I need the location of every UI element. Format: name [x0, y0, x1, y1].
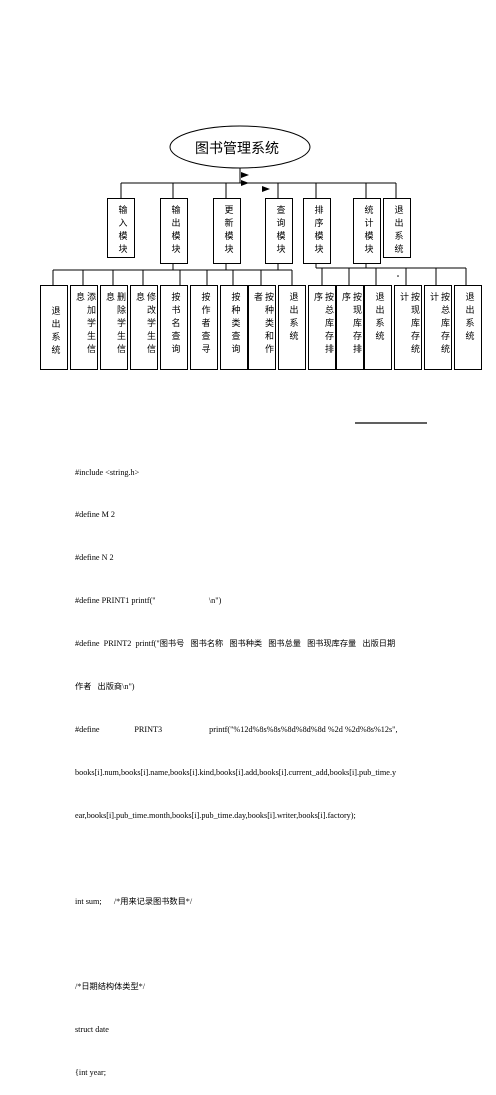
module-label: 统计模块 [362, 205, 373, 257]
leaf-label: 按现库存统计 [398, 292, 419, 357]
leaf-label: 按现库存排序 [340, 292, 361, 357]
module-label: 排序模块 [312, 205, 323, 257]
module-update: 更新模块 [213, 198, 241, 264]
code-line: struct date [75, 1025, 109, 1035]
code-line: ear,books[i].pub_time.month,books[i].pub… [75, 810, 356, 820]
module-input: 输入模块 [107, 198, 135, 258]
code-block: #include <string.h> #define M 2 #define … [75, 437, 445, 1095]
module-stat: 统计模块 [353, 198, 381, 264]
code-line: {int year; [75, 1068, 106, 1078]
code-line: #define PRINT1 printf(" \n") [75, 596, 222, 606]
code-line: books[i].num,books[i].name,books[i].kind… [75, 767, 397, 777]
code-line [75, 937, 445, 951]
code-line: int sum; /*用来记录图书数目*/ [75, 896, 193, 906]
leaf-label: 退出系统 [287, 292, 298, 344]
module-label: 输入模块 [116, 205, 127, 257]
leaf-box: 按种类和作者 [248, 285, 276, 370]
leaf-box: 按总库存排序 [308, 285, 336, 370]
leaf-box: 按作者查寻 [190, 285, 218, 370]
leaf-box: 添加学生信息 [70, 285, 98, 370]
code-line: #include <string.h> [75, 467, 140, 477]
connector-lines [52, 125, 467, 424]
leaf-box: 退出系统 [40, 285, 68, 370]
leaf-box: 按现库存排序 [336, 285, 364, 370]
code-line: #define M 2 [75, 510, 116, 520]
leaf-box: 修改学生信息 [130, 285, 158, 370]
leaf-box: 按总库存统计 [424, 285, 452, 370]
leaf-label: 按种类查询 [229, 292, 240, 357]
module-label: 更新模块 [222, 205, 233, 257]
leaf-label: 按总库存排序 [312, 292, 333, 357]
code-line: #define PRINT3 printf("%12d%8s%8s%8d%8d%… [75, 724, 398, 734]
leaf-label: 添加学生信息 [74, 292, 95, 357]
module-label: 输出模块 [169, 205, 180, 257]
leaf-label: 退出系统 [49, 306, 60, 358]
code-line: 作者 出版商\n") [75, 682, 135, 692]
leaf-box: 退出系统 [278, 285, 306, 370]
leaf-box: 按现库存统计 [394, 285, 422, 370]
code-line: #define N 2 [75, 553, 114, 563]
leaf-box: 按书名查询 [160, 285, 188, 370]
leaf-label: 删除学生信息 [104, 292, 125, 357]
module-output: 输出模块 [160, 198, 188, 264]
leaf-label: 按总库存统计 [428, 292, 449, 357]
module-label: 退出系统 [392, 205, 403, 257]
module-sort: 排序模块 [303, 198, 331, 264]
leaf-label: 退出系统 [373, 292, 384, 344]
module-label: 查询模块 [274, 205, 285, 257]
module-query: 查询模块 [265, 198, 293, 264]
leaf-label: 退出系统 [463, 292, 474, 344]
leaf-label: 按书名查询 [169, 292, 180, 357]
leaf-box: 退出系统 [454, 285, 482, 370]
code-line: #define PRINT2 printf("图书号 图书名称 图书种类 图书总… [75, 639, 396, 649]
module-exit: 退出系统 [383, 198, 411, 258]
leaf-box: 退出系统 [364, 285, 392, 370]
leaf-box: 按种类查询 [220, 285, 248, 370]
leaf-box: 删除学生信息 [100, 285, 128, 370]
code-line: /*日期结构体类型*/ [75, 982, 146, 992]
code-line [75, 852, 445, 866]
leaf-label: 按种类和作者 [252, 292, 273, 357]
leaf-label: 修改学生信息 [134, 292, 155, 357]
chart-title: 图书管理系统 [195, 141, 279, 157]
leaf-label: 按作者查寻 [199, 292, 210, 357]
